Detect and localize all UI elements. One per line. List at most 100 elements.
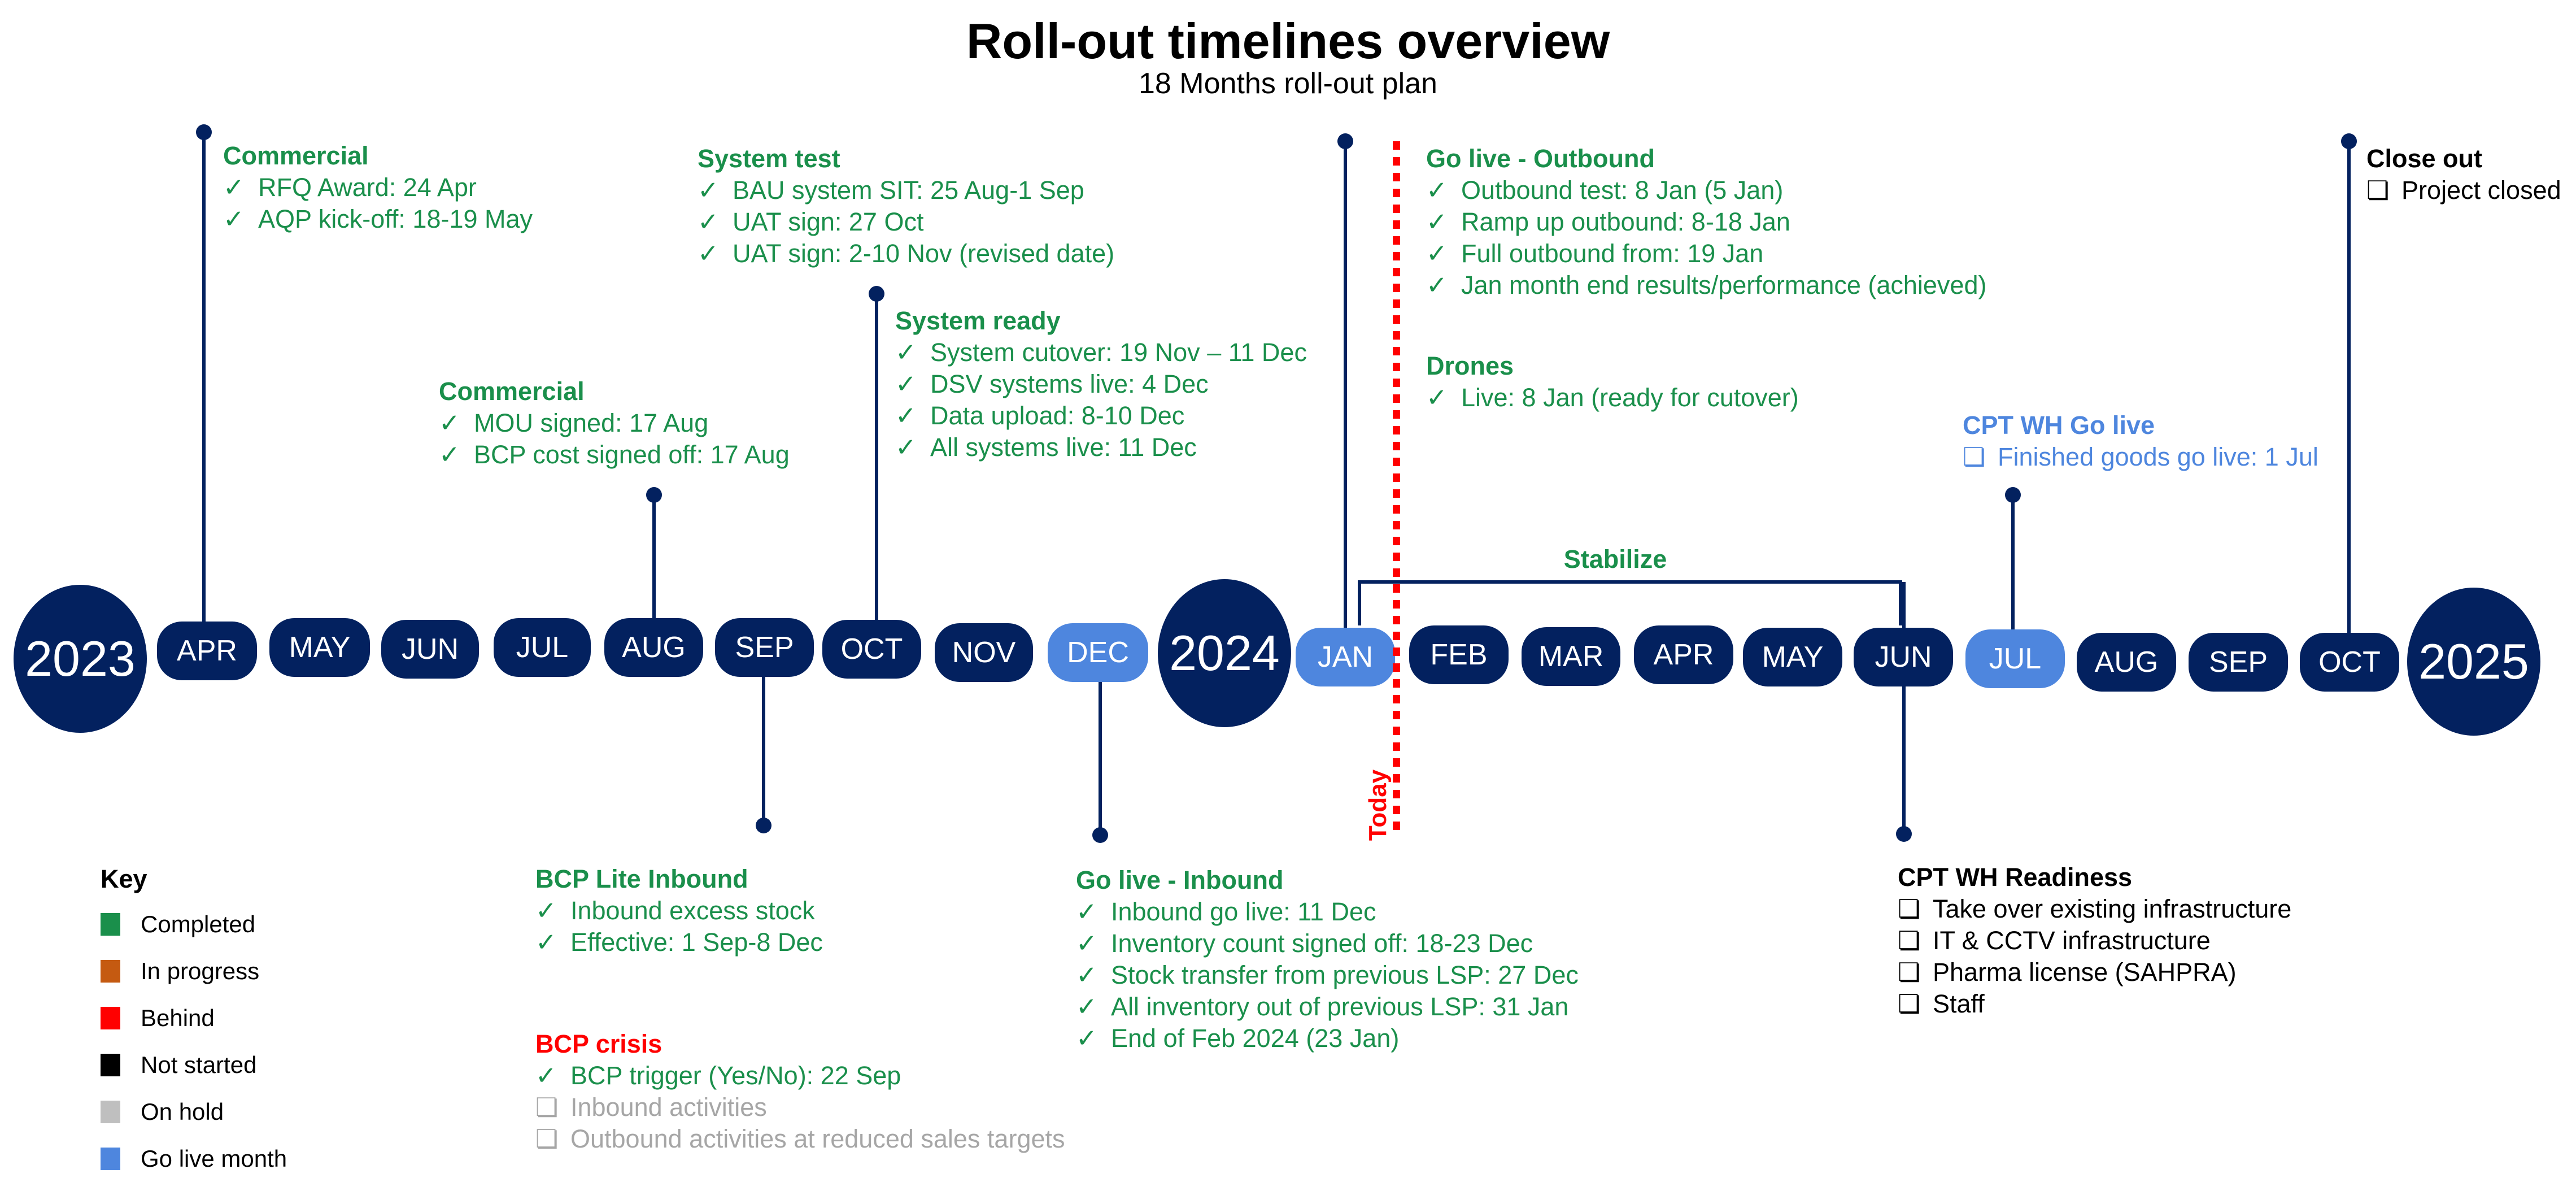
milestone-item: ✓Stock transfer from previous LSP: 27 De… — [1076, 959, 1579, 991]
stem-apr-2023 — [202, 136, 206, 623]
check-icon: ✓ — [1076, 897, 1097, 926]
month-jul-2023: JUL — [494, 618, 591, 677]
month-may-2024: MAY — [1743, 628, 1842, 686]
month-aug-2023: AUG — [604, 618, 703, 677]
legend-swatch — [101, 1053, 120, 1076]
check-icon: ✓ — [1076, 992, 1097, 1021]
check-icon: ✓ — [535, 896, 557, 925]
milestone-item: ✓Inbound excess stock — [535, 895, 823, 927]
milestone-item: ✓Effective: 1 Sep-8 Dec — [535, 927, 823, 958]
milestone-heading: Drones — [1426, 351, 1514, 380]
legend-entry-behind: Behind — [101, 994, 287, 1041]
checkbox-icon: ❏ — [535, 1093, 559, 1122]
milestone-system-test: System test ✓BAU system SIT: 25 Aug-1 Se… — [698, 143, 1114, 270]
stem-oct-2023 — [875, 297, 878, 623]
stem-dec-2023 — [1099, 678, 1102, 836]
month-apr-2023: APR — [157, 622, 257, 680]
stem-jun-2024 — [1902, 582, 1906, 835]
month-may-2023: MAY — [269, 618, 370, 677]
milestone-item: ✓Inbound go live: 11 Dec — [1076, 896, 1579, 928]
stem-dot-oct-2024 — [2341, 133, 2357, 149]
legend-swatch — [101, 912, 120, 936]
milestone-item: ❏Inbound activities — [535, 1092, 1065, 1123]
check-icon: ✓ — [439, 409, 460, 437]
milestone-item: ✓Jan month end results/performance (achi… — [1426, 270, 1986, 301]
check-icon: ✓ — [223, 173, 245, 202]
stem-jul-2024 — [2011, 497, 2015, 631]
check-icon: ✓ — [1076, 929, 1097, 958]
legend-swatch — [101, 1147, 120, 1170]
stem-dot-apr-2023 — [196, 124, 212, 140]
check-icon: ✓ — [1426, 271, 1448, 299]
month-oct-2023: OCT — [822, 620, 921, 679]
stem-dot-dec-2023 — [1092, 827, 1108, 843]
year-2024: 2024 — [1158, 579, 1291, 727]
checkbox-icon: ❏ — [2366, 176, 2390, 205]
milestone-item: ✓RFQ Award: 24 Apr — [223, 172, 533, 203]
legend-swatch — [101, 1100, 120, 1123]
milestone-item: ❏Staff — [1898, 988, 2291, 1020]
check-icon: ✓ — [698, 239, 719, 268]
legend-swatch — [101, 1006, 120, 1029]
check-icon: ✓ — [439, 440, 460, 469]
check-icon: ✓ — [698, 207, 719, 236]
milestone-item: ❏Outbound activities at reduced sales ta… — [535, 1123, 1065, 1155]
check-icon: ✓ — [535, 1061, 557, 1090]
milestone-item: ✓Inventory count signed off: 18-23 Dec — [1076, 928, 1579, 959]
month-jul-2024: JUL — [1965, 629, 2065, 688]
checkbox-icon: ❏ — [535, 1124, 559, 1153]
check-icon: ✓ — [895, 338, 917, 367]
legend-swatch — [101, 959, 120, 983]
milestone-cpt-wh-go-live: CPT WH Go live ❏Finished goods go live: … — [1963, 410, 2318, 473]
milestone-heading: CPT WH Readiness — [1898, 863, 2133, 892]
month-jun-2024: JUN — [1854, 628, 1953, 686]
today-marker-line — [1393, 141, 1400, 836]
page-subtitle: 18 Months roll-out plan — [1139, 67, 1437, 100]
milestone-heading: System ready — [895, 306, 1061, 335]
stem-dot-jul-2024 — [2005, 487, 2021, 503]
stem-dot-sep-2023 — [756, 818, 772, 833]
month-jun-2023: JUN — [381, 620, 479, 679]
milestone-item: ❏Project closed — [2366, 175, 2561, 206]
milestone-go-live-inbound: Go live - Inbound ✓Inbound go live: 11 D… — [1076, 864, 1579, 1054]
milestone-item: ✓AQP kick-off: 18-19 May — [223, 203, 533, 235]
milestone-heading: System test — [698, 144, 840, 173]
milestone-heading: Go live - Inbound — [1076, 866, 1284, 894]
year-2025: 2025 — [2407, 588, 2540, 736]
check-icon: ✓ — [223, 205, 245, 233]
stem-dot-oct-2023 — [869, 286, 884, 302]
check-icon: ✓ — [698, 176, 719, 205]
year-2023: 2023 — [14, 585, 147, 733]
milestone-item: ✓All systems live: 11 Dec — [895, 432, 1307, 463]
stem-jan-2024 — [1344, 145, 1347, 636]
milestone-bcp-lite-inbound: BCP Lite Inbound ✓Inbound excess stock ✓… — [535, 863, 823, 958]
milestone-system-ready: System ready ✓System cutover: 19 Nov – 1… — [895, 305, 1307, 463]
check-icon: ✓ — [1076, 1024, 1097, 1053]
legend: Key Completed In progress Behind Not sta… — [101, 864, 287, 1182]
milestone-item: ❏Take over existing infrastructure — [1898, 893, 2291, 925]
month-mar-2024: MAR — [1522, 627, 1620, 686]
milestone-cpt-wh-readiness: CPT WH Readiness ❏Take over existing inf… — [1898, 862, 2291, 1020]
check-icon: ✓ — [895, 370, 917, 398]
stem-dot-aug-2023 — [646, 487, 662, 503]
milestone-bcp-crisis: BCP crisis ✓BCP trigger (Yes/No): 22 Sep… — [535, 1028, 1065, 1155]
milestone-go-live-outbound: Go live - Outbound ✓Outbound test: 8 Jan… — [1426, 143, 1986, 301]
milestone-close-out: Close out ❏Project closed — [2366, 143, 2561, 206]
page-title: Roll-out timelines overview — [966, 13, 1610, 69]
legend-entry-on-hold: On hold — [101, 1088, 287, 1135]
milestone-item: ✓UAT sign: 2-10 Nov (revised date) — [698, 238, 1114, 270]
milestone-item: ✓Full outbound from: 19 Jan — [1426, 238, 1986, 270]
milestone-item: ❏IT & CCTV infrastructure — [1898, 925, 2291, 957]
stem-aug-2023 — [652, 497, 656, 622]
legend-entry-in-progress: In progress — [101, 948, 287, 994]
stem-oct-2024 — [2347, 145, 2351, 634]
milestone-heading: Commercial — [223, 141, 369, 170]
checkbox-icon: ❏ — [1963, 442, 1986, 471]
month-oct-2024: OCT — [2300, 633, 2399, 692]
legend-title: Key — [101, 864, 147, 893]
milestone-commercial-aug: Commercial ✓MOU signed: 17 Aug ✓BCP cost… — [439, 376, 790, 471]
checkbox-icon: ❏ — [1898, 989, 1921, 1018]
milestone-item: ✓System cutover: 19 Nov – 11 Dec — [895, 337, 1307, 368]
stabilize-label: Stabilize — [1563, 545, 1667, 573]
milestone-item: ✓UAT sign: 27 Oct — [698, 206, 1114, 238]
